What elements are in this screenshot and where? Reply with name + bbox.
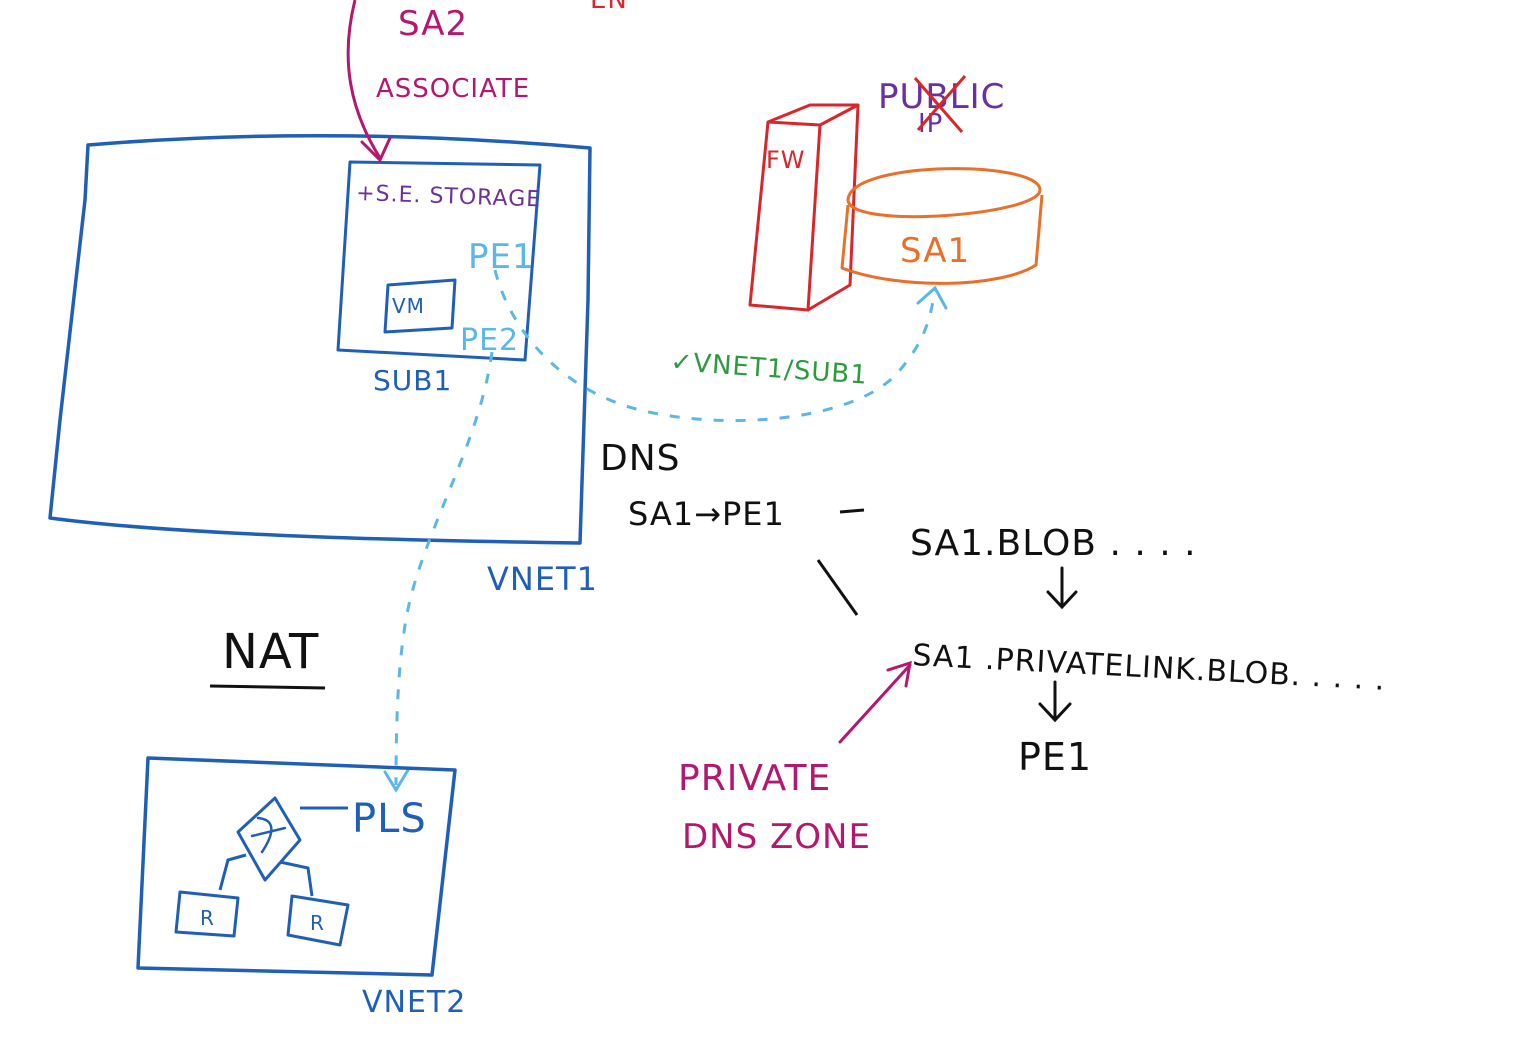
diagonal-connector bbox=[816, 559, 859, 616]
router-left-box bbox=[174, 890, 240, 938]
service-endpoint-storage-label: +S.E. STORAGE bbox=[356, 181, 542, 212]
vm-label: VM bbox=[392, 294, 425, 318]
vnet1-label: VNET1 bbox=[487, 560, 598, 598]
firewall-label: FW bbox=[766, 146, 806, 174]
pe1-label: PE1 bbox=[468, 237, 535, 277]
public-ip-cross-out bbox=[913, 75, 967, 133]
router-right-label: R bbox=[310, 911, 325, 935]
pe2-label: PE2 bbox=[460, 323, 519, 358]
sa2-label: SA2 bbox=[398, 4, 468, 44]
pe-to-sa1-dashed-link bbox=[493, 269, 937, 422]
privatelink-down-arrow bbox=[1038, 680, 1072, 723]
sa1-label: SA1 bbox=[900, 231, 970, 271]
dash-connector bbox=[839, 508, 865, 514]
associate-arrowhead bbox=[360, 136, 392, 163]
pe1-dns-result-label: PE1 bbox=[1018, 735, 1092, 779]
pe-to-sa1-arrowhead bbox=[916, 285, 948, 310]
private-dns-zone-label-line2: DNS ZONE bbox=[682, 817, 871, 857]
vnet2-box bbox=[136, 756, 457, 977]
pe2-to-pls-dashed-link bbox=[394, 351, 494, 786]
nat-label: NAT bbox=[222, 624, 319, 680]
firewall-shape bbox=[748, 103, 860, 312]
associate-label: ASSOCIATE bbox=[376, 74, 530, 104]
load-balancer-symbol bbox=[250, 816, 287, 854]
vnet2-label: VNET2 bbox=[362, 985, 466, 1020]
sa1-storage-cylinder bbox=[840, 167, 1044, 285]
router-left-label: R bbox=[200, 906, 215, 930]
sub1-label: SUB1 bbox=[373, 364, 452, 397]
top-cutoff-label: EN bbox=[590, 0, 628, 15]
sa1-privatelink-label: SA1 .PRIVATELINK.BLOB. . . . . bbox=[912, 638, 1387, 698]
sa1-to-pe1-label: SA1→PE1 bbox=[628, 495, 785, 533]
vnet1-sub1-check-label: ✓VNET1/SUB1 bbox=[670, 347, 869, 391]
lb-to-router-right-connector bbox=[279, 860, 314, 897]
associate-arrow bbox=[346, 0, 382, 159]
router-right-box bbox=[286, 894, 350, 947]
vm-box bbox=[383, 278, 457, 334]
lb-to-router-left-connector bbox=[218, 853, 247, 891]
pls-label: PLS bbox=[352, 796, 427, 842]
private-dns-zone-arrow bbox=[838, 660, 912, 744]
pe2-to-pls-arrowhead bbox=[383, 768, 410, 793]
load-balancer-icon bbox=[236, 796, 302, 882]
blob-down-arrow bbox=[1046, 566, 1078, 610]
dns-label: DNS bbox=[600, 438, 681, 479]
nat-underline bbox=[209, 684, 326, 690]
sa1-blob-label: SA1.BLOB . . . . bbox=[910, 523, 1197, 564]
sub1-box bbox=[336, 160, 542, 362]
private-dns-zone-label: PRIVATE bbox=[678, 758, 831, 799]
vnet1-box bbox=[48, 133, 592, 545]
